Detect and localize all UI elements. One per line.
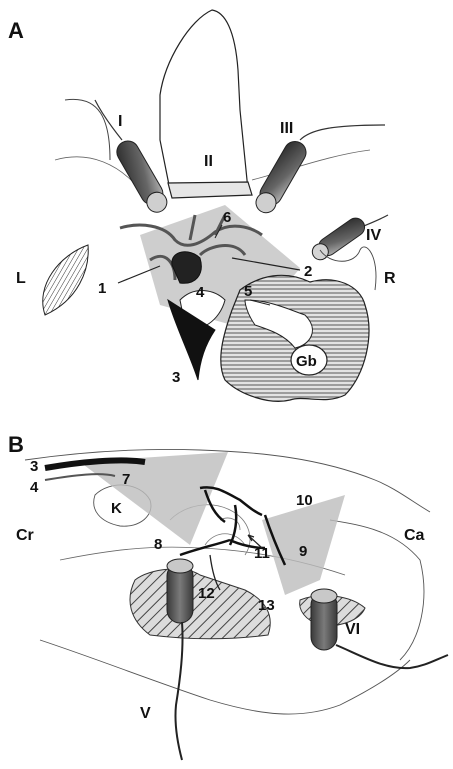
panel-b-number-9: 9 xyxy=(299,543,307,560)
side-label-right: R xyxy=(384,270,396,287)
panel-a-number-4: 4 xyxy=(196,284,205,301)
panel-b-number-13: 13 xyxy=(258,597,275,614)
direction-label-caudal: Ca xyxy=(404,527,425,544)
panel-a-number-6: 6 xyxy=(223,209,231,226)
panel-a-number-1: 1 xyxy=(98,280,106,297)
panel-a-number-5: 5 xyxy=(244,283,252,300)
nerve-label-vi: VI xyxy=(345,621,360,638)
panel-b-number-11: 11 xyxy=(254,545,270,562)
nerve-label-iv: IV xyxy=(366,227,381,244)
nerve-vi-tail xyxy=(336,645,448,668)
panel-a-label: A xyxy=(8,18,24,43)
panel-b-number-3: 3 xyxy=(30,458,38,475)
panel-b-label: B xyxy=(8,432,24,457)
panel-b-number-12: 12 xyxy=(198,585,215,602)
leaf-shape xyxy=(43,245,88,315)
panel-b: B 3 4 7 8 9 10 11 12 13 K Cr Ca V VI xyxy=(8,432,448,760)
panel-b-hatched-left xyxy=(130,569,270,639)
panel-b-number-4: 4 xyxy=(30,479,39,496)
direction-label-cranial: Cr xyxy=(16,527,34,544)
nerve-label-ii: II xyxy=(204,153,213,170)
nerve-v-cylinder xyxy=(167,559,193,623)
side-label-left: L xyxy=(16,270,26,287)
nerve-vi-cylinder xyxy=(311,589,337,650)
nerve-v-tail xyxy=(175,622,182,760)
panel-a-number-2: 2 xyxy=(304,263,312,280)
structure-label-k: K xyxy=(111,500,122,517)
panel-a-lateral-line-left xyxy=(65,99,110,160)
nerve-label-iii: III xyxy=(280,120,293,137)
optic-chiasm xyxy=(168,182,252,198)
panel-b-outline-bottom xyxy=(40,640,410,714)
nerve-label-v: V xyxy=(140,705,151,722)
panel-b-number-8: 8 xyxy=(154,536,162,553)
gland-label: Gb xyxy=(296,353,317,370)
nerve-iii-tail xyxy=(300,125,385,140)
panel-a-number-3: 3 xyxy=(172,369,180,386)
nerve-label-i: I xyxy=(118,113,122,130)
panel-a: A I II III IV L R 1 2 3 4 5 6 Gb xyxy=(8,10,396,401)
panel-b-outline-top xyxy=(25,449,430,512)
panel-b-number-7: 7 xyxy=(122,471,130,488)
panel-b-number-10: 10 xyxy=(296,492,313,509)
nerve-iv-cylinder xyxy=(309,215,368,264)
nerve-iii-cylinder xyxy=(251,137,310,216)
